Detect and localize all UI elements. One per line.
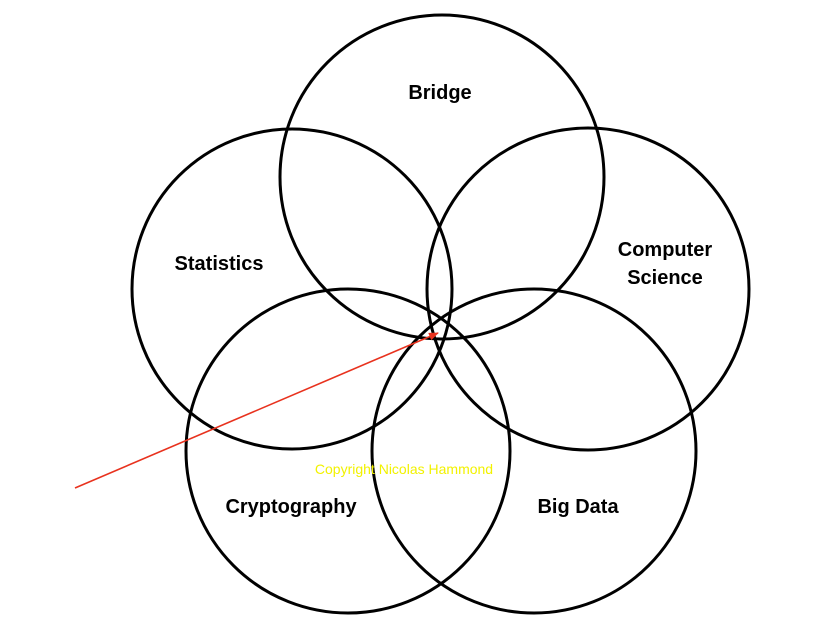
label-big-data: Big Data [537,496,619,518]
circle-bridge [278,13,606,341]
circle-cryptography [184,287,512,615]
label-computer-science-line1: Computer [618,239,713,261]
label-cryptography: Cryptography [225,496,357,518]
circle-computer-science [425,126,751,452]
label-statistics: Statistics [175,253,264,275]
circle-big-data [370,287,698,615]
circle-statistics [130,127,454,451]
label-bridge: Bridge [408,82,471,104]
copyright-watermark: Copyright Nicolas Hammond [315,461,493,477]
pointer-arrow [74,332,439,489]
label-computer-science-line2: Science [627,267,703,289]
